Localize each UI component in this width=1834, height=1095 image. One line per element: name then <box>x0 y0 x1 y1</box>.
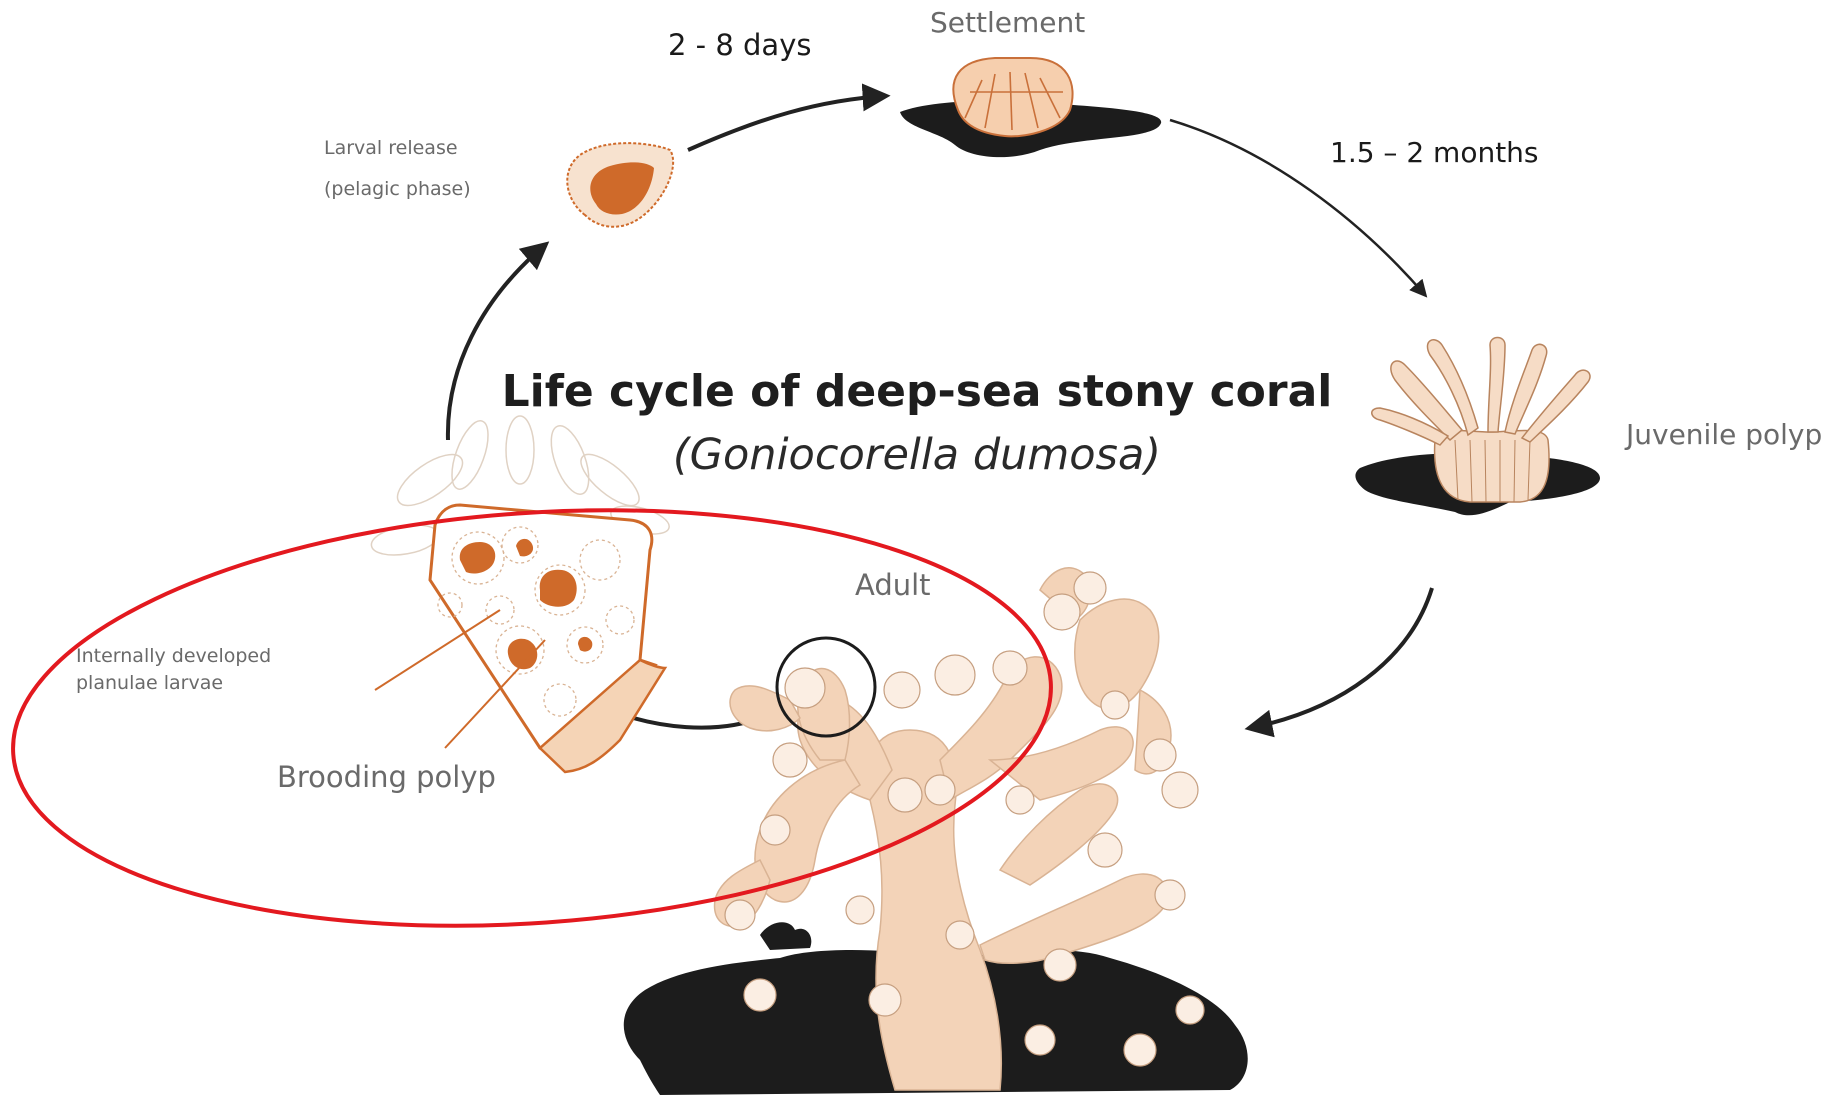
pelagic-phase-label: (pelagic phase) <box>324 178 471 200</box>
settlement-larva-icon <box>900 58 1161 157</box>
settlement-label: Settlement <box>930 6 1085 39</box>
diagram-title: Life cycle of deep-sea stony coral <box>0 366 1834 417</box>
duration-2-8-days: 2 - 8 days <box>668 28 811 62</box>
juvenile-polyp-icon <box>1355 338 1600 516</box>
species-name: (Goniocorella dumosa) <box>0 430 1834 480</box>
planulae-label-line1: Internally developed <box>76 645 271 667</box>
adult-label: Adult <box>855 568 931 602</box>
arrow-larva-to-settlement <box>688 96 885 150</box>
planulae-label-line2: planulae larvae <box>76 672 223 694</box>
larval-release-label: Larval release <box>324 137 458 159</box>
arrow-juvenile-to-adult <box>1250 588 1432 728</box>
brooding-polyp-label: Brooding polyp <box>277 760 496 794</box>
duration-1-5-2-months: 1.5 – 2 months <box>1330 136 1539 169</box>
pelagic-larva-icon <box>567 143 673 227</box>
adult-colony-icon <box>624 568 1248 1095</box>
